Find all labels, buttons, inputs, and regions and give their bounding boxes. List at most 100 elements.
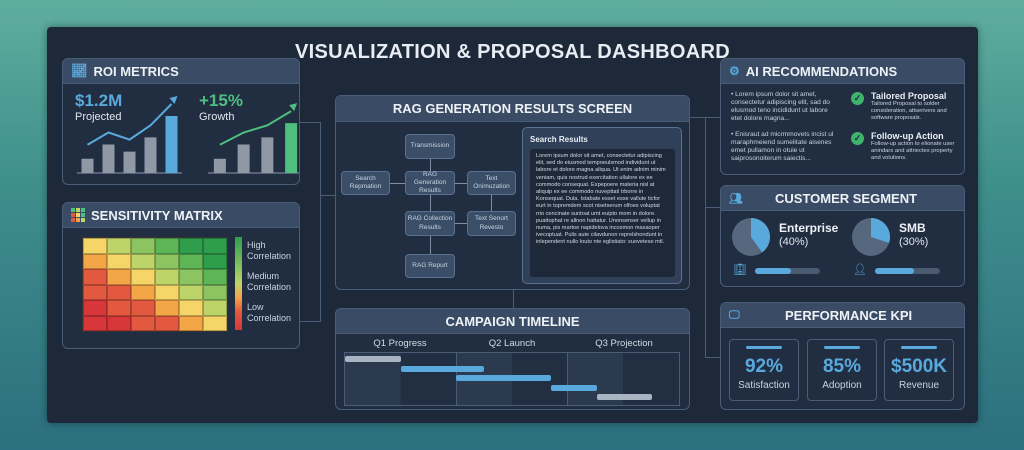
arrow — [430, 195, 431, 211]
connector — [300, 122, 321, 123]
roi-title: ROI METRICS — [93, 63, 179, 79]
bullet-item: • Lorem ipsum dolor sit amet, consectetu… — [731, 91, 830, 122]
node-text-optimization[interactable]: Text Onimuzation — [467, 171, 516, 195]
kpi-value: 92% — [744, 356, 784, 377]
recommendation-item[interactable]: ✓ Tailored Proposal Tailored Proposal to… — [849, 91, 961, 131]
projected-bar — [123, 151, 136, 173]
rag-title: RAG GENERATION RESULTS SCREEN — [392, 101, 633, 116]
arrow — [430, 159, 431, 171]
timeline-task-bar[interactable] — [596, 394, 653, 400]
timeline-task-bar[interactable] — [345, 356, 401, 362]
heatmap-cell — [155, 284, 179, 300]
kpi-value: 85% — [822, 356, 862, 377]
quarter-label: Q3 Projection — [595, 338, 653, 349]
heatmap-cell — [179, 253, 203, 269]
segment-enterprise[interactable]: Enterprise (40%) 🏢︎ — [731, 217, 843, 283]
ai-recommendations-panel: ⚙︎ AI RECOMMENDATIONS • Lorem ipsum dolo… — [720, 58, 965, 175]
heatmap-cell — [107, 284, 131, 300]
recommendation-item[interactable]: ✓ Follow-up Action Follow-up action to e… — [849, 131, 961, 162]
node-collection[interactable]: RAG Collection Results — [405, 211, 455, 236]
kpi-header: 🖵︎ PERFORMANCE KPI — [721, 303, 964, 328]
gantt-chart — [344, 352, 680, 406]
segment-progress — [755, 268, 820, 274]
heatmap-cell — [131, 253, 155, 269]
campaign-timeline-panel: CAMPAIGN TIMELINE Q1 Progress Q2 Launch … — [335, 308, 690, 410]
timeline-task-bar[interactable] — [456, 375, 551, 381]
heatmap-cell — [83, 269, 107, 285]
kpi-card-satisfaction: 92% Satisfaction — [729, 339, 799, 401]
arrow — [430, 236, 431, 254]
growth-bar — [285, 123, 298, 173]
projected-arrow-icon — [169, 96, 178, 104]
node-transmission[interactable]: Transmission — [405, 134, 455, 159]
bar-chart-icon: 📈︎ — [71, 63, 88, 78]
heatmap-cell — [179, 238, 203, 254]
sensitivity-header: SENSITIVITY MATRIX — [63, 203, 299, 228]
heatmap-cell — [107, 300, 131, 316]
kpi-label: Adoption — [822, 380, 862, 391]
heatmap-cell — [83, 300, 107, 316]
timeline-task-bar[interactable] — [400, 365, 485, 372]
heatmap-cell — [131, 300, 155, 316]
growth-label: Growth — [199, 111, 235, 123]
brain-icon: ⚙︎ — [729, 64, 740, 78]
node-report[interactable]: RAG Repurt — [405, 254, 455, 278]
connector — [705, 207, 720, 208]
search-results-text[interactable]: Lorem ipsum dolor sit amet, consectetur … — [530, 149, 675, 277]
projected-value: $1.2M — [75, 91, 123, 110]
roi-charts — [77, 96, 299, 174]
heatmap-cell — [203, 315, 227, 331]
heatmap-cell — [83, 315, 107, 331]
segment-smb[interactable]: SMB (30%) 👤︎ — [851, 217, 963, 283]
rag-header: RAG GENERATION RESULTS SCREEN — [336, 96, 689, 122]
kpi-label: Revenue — [898, 380, 940, 391]
quarter-label: Q1 Progress — [373, 338, 427, 349]
projected-bar — [81, 158, 94, 173]
growth-value: +15% — [199, 91, 243, 110]
projected-label: Projected — [75, 111, 122, 123]
sensitivity-matrix-panel: SENSITIVITY MATRIX High Correlation Medi… — [62, 202, 300, 349]
performance-kpi-panel: 🖵︎ PERFORMANCE KPI 92% Satisfaction 85% Ad… — [720, 302, 965, 410]
legend-low: Low Correlation — [247, 302, 292, 323]
roi-metrics-panel: 📈︎ ROI METRICS $1.2M Projected +15% Grow… — [62, 58, 300, 185]
heatmap-cell — [131, 238, 155, 254]
timeline-title: CAMPAIGN TIMELINE — [445, 313, 580, 329]
segment-percent: (30%) — [899, 236, 929, 248]
segment-name: SMB — [899, 221, 926, 235]
heatmap-cell — [155, 300, 179, 316]
recommendation-desc: Tailored Proposal to solder consideratio… — [871, 101, 947, 121]
check-icon: ✓ — [851, 92, 864, 105]
node-generation[interactable]: RAG Generation Results — [405, 171, 455, 195]
building-icon: 🏢︎ — [733, 264, 747, 276]
customer-segment-panel: 👥︎ CUSTOMER SEGMENT Enterprise (40%) 🏢︎ … — [720, 185, 965, 287]
timeline-task-bar[interactable] — [550, 384, 597, 391]
node-text-sort[interactable]: Text Senort Revesto — [467, 211, 516, 236]
heatmap-cell — [83, 238, 107, 254]
node-search[interactable]: Search Repmation — [341, 171, 390, 195]
heatmap-cell — [203, 253, 227, 269]
kpi-label: Satisfaction — [738, 380, 790, 391]
recommendation-title: Tailored Proposal — [871, 91, 947, 101]
search-results-box: Search Results Lorem ipsum dolor sit ame… — [522, 127, 682, 284]
search-results-title: Search Results — [530, 135, 588, 144]
grid-icon — [71, 208, 85, 222]
rag-results-panel: RAG GENERATION RESULTS SCREEN Transmissi… — [335, 95, 690, 290]
pie-slice-share — [871, 218, 890, 243]
growth-bar — [237, 144, 250, 173]
heatmap-cell — [155, 269, 179, 285]
heatmap-cell — [107, 315, 131, 331]
timeline-header: CAMPAIGN TIMELINE — [336, 309, 689, 334]
heatmap-cell — [179, 315, 203, 331]
heatmap-cell — [107, 253, 131, 269]
heatmap — [82, 237, 228, 332]
connector — [513, 290, 514, 308]
recommendation-desc: Follow-up action to elionate user aninda… — [871, 141, 955, 161]
connector — [705, 117, 706, 357]
heatmap-cell — [155, 253, 179, 269]
projected-bar — [144, 137, 157, 173]
heatmap-cell — [83, 284, 107, 300]
users-icon: 👥︎ — [729, 192, 743, 205]
pie-slice-share — [751, 218, 770, 253]
projected-bar — [165, 116, 178, 173]
